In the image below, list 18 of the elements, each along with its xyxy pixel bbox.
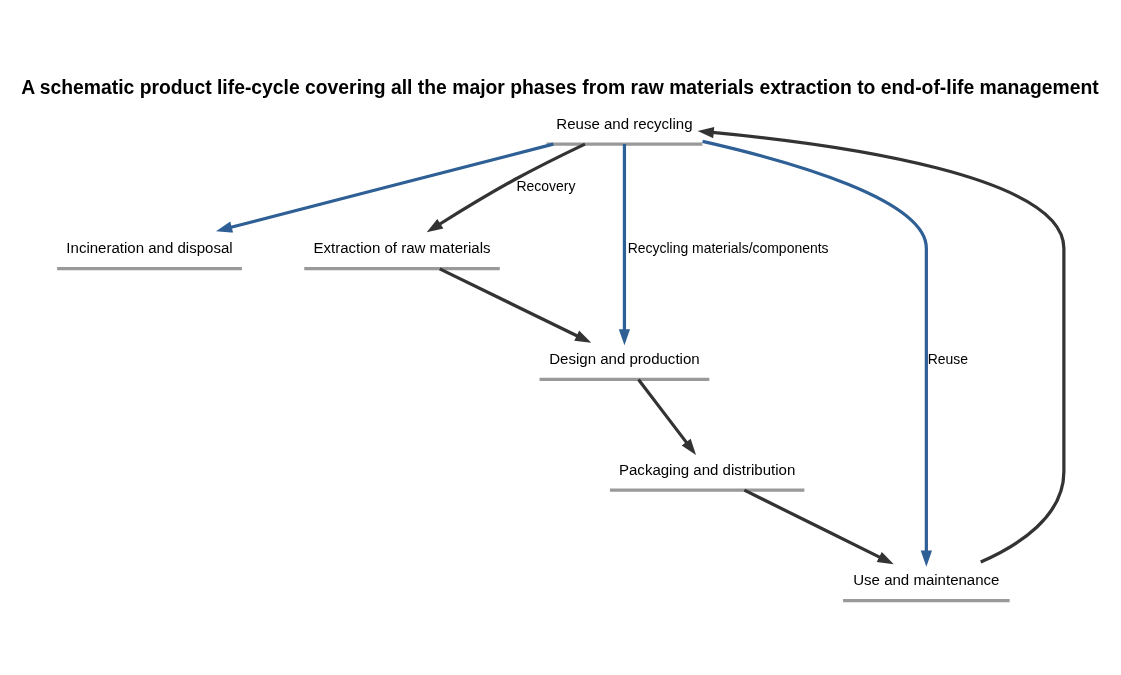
arrow <box>743 488 894 564</box>
node-text: Incineration and disposal <box>66 238 233 256</box>
arrow <box>426 142 586 232</box>
arrow <box>702 139 932 567</box>
edge-label: Recovery <box>516 177 576 194</box>
arrow <box>618 143 631 345</box>
node-text: Reuse and recycling <box>556 114 693 132</box>
arrow <box>439 266 592 343</box>
arrow <box>637 378 696 455</box>
node-text: Design and production <box>549 349 700 367</box>
edge-label: Recycling materials/components <box>627 239 829 256</box>
arrow <box>697 126 1066 563</box>
diagram-title: A schematic product life-cycle covering all the major phases from raw materials extraction to end-of-life management <box>21 75 1099 98</box>
node-text: Packaging and distribution <box>619 460 796 478</box>
node-text: Use and maintenance <box>853 570 1000 588</box>
node-text: Extraction of raw materials <box>313 238 491 256</box>
arrow <box>216 142 554 233</box>
edge-label: Reuse <box>927 350 969 367</box>
